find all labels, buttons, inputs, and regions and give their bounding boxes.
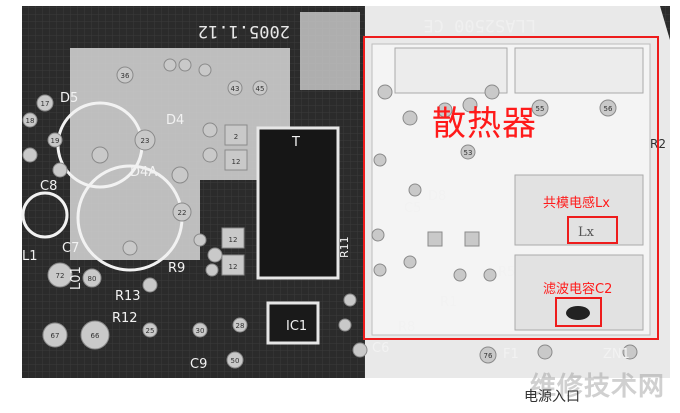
svg-text:D8: D8 <box>428 189 446 204</box>
svg-text:R12: R12 <box>112 311 138 326</box>
pads <box>22 58 638 369</box>
svg-text:30: 30 <box>196 327 205 335</box>
heatsink-annotation-box <box>363 36 659 340</box>
svg-text:18: 18 <box>26 117 35 125</box>
svg-text:56: 56 <box>604 105 613 113</box>
svg-text:D4: D4 <box>166 113 184 128</box>
svg-text:C6: C6 <box>372 341 389 356</box>
svg-text:R9: R9 <box>168 261 185 276</box>
svg-text:36: 36 <box>121 72 130 80</box>
svg-text:D5: D5 <box>60 91 78 106</box>
svg-text:R1: R1 <box>440 295 457 310</box>
watermark: 维修技术网 <box>530 372 666 402</box>
svg-text:66: 66 <box>91 332 100 340</box>
svg-text:C8: C8 <box>40 179 57 194</box>
power-input-caption: 电源入口 <box>524 389 580 405</box>
svg-text:45: 45 <box>256 85 265 93</box>
svg-text:R13: R13 <box>115 289 141 304</box>
silkscreen-date: 2005.1.12 <box>198 21 290 41</box>
svg-text:76: 76 <box>484 352 493 360</box>
capacitor-mark <box>566 306 590 320</box>
inductor-annotation-box <box>567 216 618 244</box>
svg-text:19: 19 <box>51 137 60 145</box>
svg-text:12: 12 <box>229 263 238 271</box>
capacitor-annotation-box <box>555 297 602 327</box>
svg-text:D4A: D4A <box>130 165 157 180</box>
label-r11: R11 <box>338 236 351 258</box>
filter-capacitor-label: 滤波电容C2 <box>543 282 613 297</box>
svg-text:T: T <box>291 135 300 150</box>
transformer <box>256 126 340 280</box>
inductor-block <box>514 174 644 246</box>
svg-text:C5: C5 <box>404 201 421 216</box>
svg-text:67: 67 <box>51 332 60 340</box>
svg-text:22: 22 <box>178 209 187 217</box>
capacitor-outline-2 <box>21 191 69 239</box>
svg-text:IC1: IC1 <box>286 319 307 334</box>
svg-text:R8: R8 <box>398 320 415 335</box>
pad-number-labels: 17 18 19 23 22 80 72 66 67 36 43 45 2 12… <box>26 72 613 365</box>
svg-text:80: 80 <box>88 275 97 283</box>
heatsink-top-block-2 <box>514 47 644 94</box>
component-labels: D5 D4 D4A C8 C7 L1 C9 R9 R13 R12 IC1 T D… <box>22 91 630 372</box>
svg-text:L1: L1 <box>22 249 38 264</box>
heatsink-label: 散热器 <box>432 104 537 144</box>
svg-text:25: 25 <box>146 327 155 335</box>
svg-text:50: 50 <box>231 357 240 365</box>
common-mode-inductor-label: 共模电感Lx <box>543 196 610 211</box>
inductor-mark: Lx <box>578 225 595 240</box>
svg-text:12: 12 <box>229 236 238 244</box>
svg-text:23: 23 <box>141 137 150 145</box>
svg-text:17: 17 <box>41 100 50 108</box>
ic1 <box>266 301 320 345</box>
trace-area-2 <box>300 12 360 90</box>
svg-text:2: 2 <box>234 133 238 141</box>
svg-text:55: 55 <box>536 105 545 113</box>
svg-text:28: 28 <box>236 322 245 330</box>
svg-text:C7: C7 <box>62 241 79 256</box>
svg-text:ZN1: ZN1 <box>603 347 630 362</box>
svg-text:53: 53 <box>464 149 473 157</box>
svg-text:R5: R5 <box>498 265 515 280</box>
svg-text:12: 12 <box>232 158 241 166</box>
label-l01: L01 <box>69 266 84 290</box>
svg-text:F1: F1 <box>503 347 519 362</box>
square-pads <box>221 124 480 276</box>
silkscreen-model: LLAS2500 CE <box>423 15 536 35</box>
trace-area <box>70 48 290 260</box>
svg-text:C9: C9 <box>190 357 207 372</box>
svg-text:43: 43 <box>231 85 240 93</box>
svg-text:72: 72 <box>56 272 65 280</box>
